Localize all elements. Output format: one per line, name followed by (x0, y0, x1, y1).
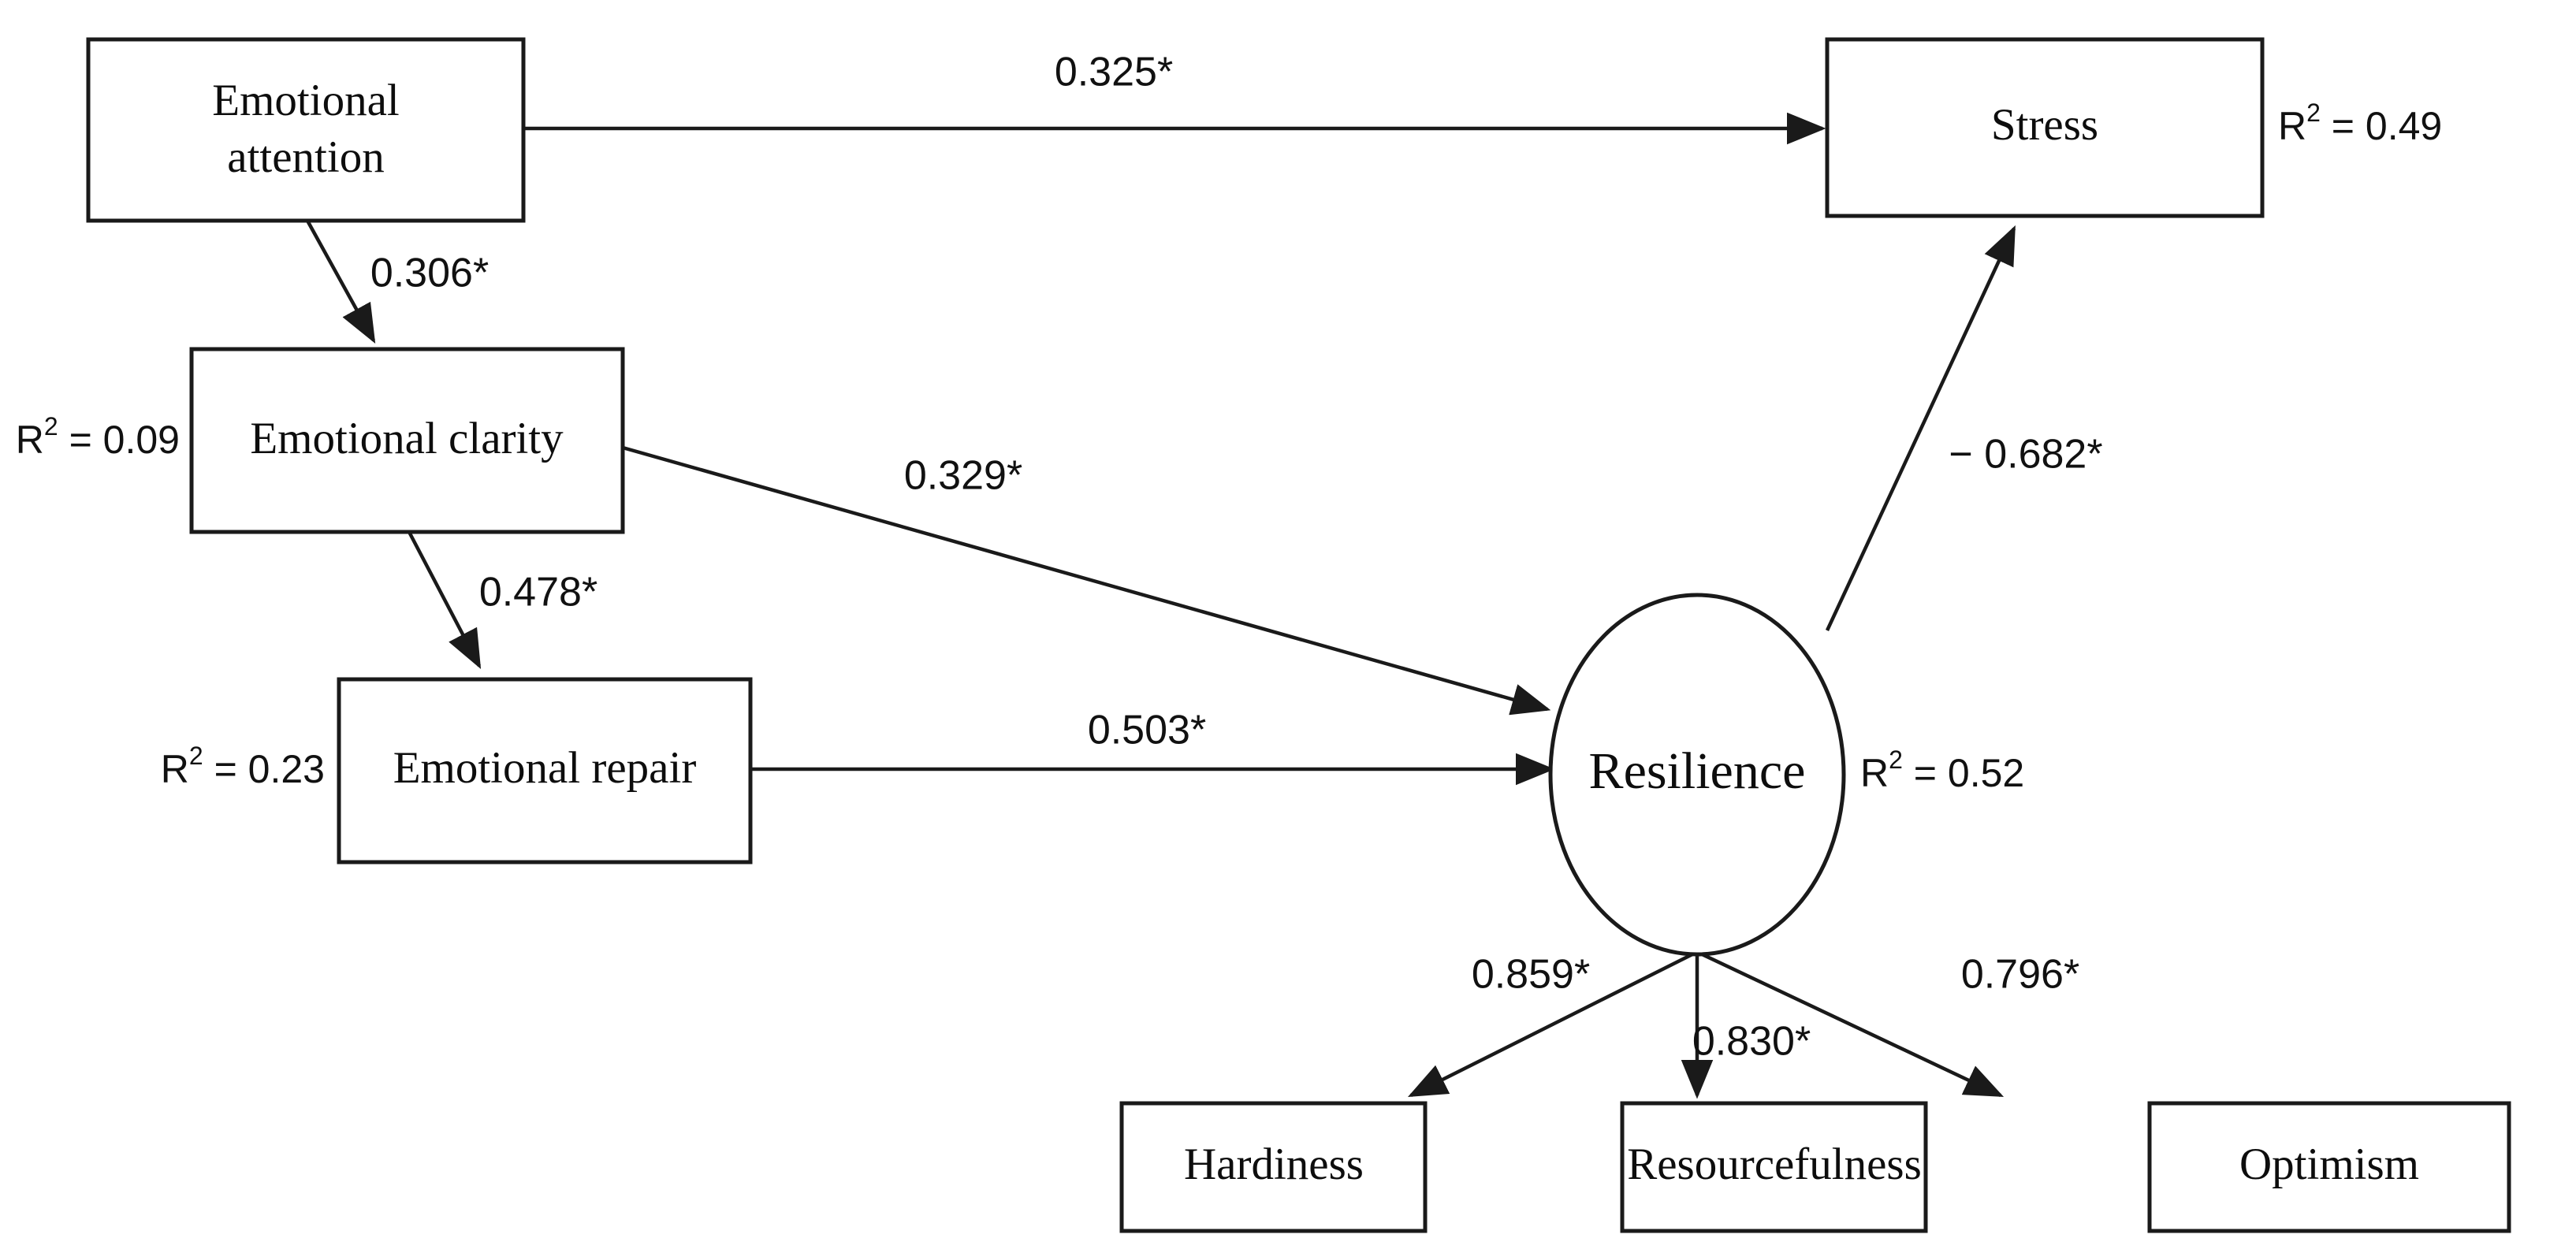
path-label-repair-to-resilience: 0.503* (1088, 708, 1206, 753)
r2-exponent-clarity: 2 (44, 412, 58, 441)
node-resourcefulness[interactable]: Resourcefulness (1620, 1101, 1928, 1233)
path-label-attention-to-clarity: 0.306* (370, 251, 489, 296)
node-label-hardiness: Hardiness (1184, 1140, 1364, 1189)
path-label-clarity-to-repair: 0.478* (479, 570, 597, 615)
path-label-attention-to-stress: 0.325* (1055, 50, 1173, 95)
path-label-resilience-to-stress: − 0.682* (1949, 432, 2102, 478)
r2-label-emotional-clarity: R2 = 0.09 (16, 412, 180, 462)
path-label-resilience-to-hardiness: 0.859* (1472, 952, 1590, 998)
r2-value-repair: 0.23 (248, 747, 325, 791)
path-arrow-clarity-to-resilience (622, 445, 1551, 716)
node-optimism[interactable]: Optimism (2147, 1101, 2511, 1233)
node-box-resourcefulness[interactable] (1620, 1101, 1928, 1233)
node-resilience[interactable]: Resilience (1548, 593, 1846, 957)
r2-value-stress: 0.49 (2366, 104, 2442, 148)
r2-value-resilience: 0.52 (1948, 751, 2024, 795)
node-emotional-clarity[interactable]: Emotional clarity (189, 347, 625, 534)
r2-exponent-repair: 2 (189, 742, 203, 770)
node-emotional-attention[interactable]: Emotional attention (86, 37, 526, 223)
node-label-resilience: Resilience (1589, 742, 1806, 800)
node-label-stress: Stress (1991, 100, 2098, 150)
r2-label-stress: R2 = 0.49 (2278, 99, 2442, 148)
path-label-resilience-to-optimism: 0.796* (1961, 952, 2079, 998)
node-label-emotional-clarity: Emotional clarity (250, 414, 564, 463)
r2-equals-stress: = (2321, 104, 2366, 148)
node-box-emotional-attention[interactable] (86, 37, 526, 223)
svg-text:R2 = 0.09: R2 = 0.09 (16, 412, 180, 462)
svg-text:R2 = 0.23: R2 = 0.23 (161, 742, 325, 791)
r2-value-clarity: 0.09 (103, 418, 180, 462)
r2-exponent-stress: 2 (2306, 99, 2321, 127)
path-label-resilience-to-resourcefulness: 0.830* (1692, 1019, 1811, 1065)
node-box-emotional-repair[interactable] (337, 677, 753, 864)
node-box-optimism[interactable] (2147, 1101, 2511, 1233)
r2-exponent-resilience: 2 (1889, 745, 1903, 774)
node-emotional-repair[interactable]: Emotional repair (337, 677, 753, 864)
r2-label-resilience: R2 = 0.52 (1860, 745, 2024, 795)
node-box-stress[interactable] (1825, 37, 2265, 218)
node-label-emotional-attention-line2: attention (227, 132, 384, 182)
node-box-hardiness[interactable] (1119, 1101, 1428, 1233)
path-arrow-clarity-to-repair (408, 530, 482, 669)
svg-text:R2 = 0.52: R2 = 0.52 (1860, 745, 2024, 795)
path-arrow-resilience-to-optimism (1696, 950, 2005, 1098)
node-label-emotional-repair: Emotional repair (393, 743, 697, 793)
node-box-emotional-clarity[interactable] (189, 347, 625, 534)
path-arrow-resilience-to-stress (1825, 225, 2016, 631)
r2-prefix-repair: R (161, 747, 189, 791)
node-label-emotional-attention-line1: Emotional (212, 76, 399, 125)
node-ellipse-resilience[interactable] (1548, 593, 1846, 957)
r2-equals-repair: = (203, 747, 248, 791)
node-hardiness[interactable]: Hardiness (1119, 1101, 1428, 1233)
path-arrow-attention-to-clarity (306, 219, 376, 344)
path-arrow-resilience-to-hardiness (1407, 950, 1699, 1098)
node-label-resourcefulness: Resourcefulness (1627, 1140, 1922, 1189)
r2-label-emotional-repair: R2 = 0.23 (161, 742, 325, 791)
node-label-optimism: Optimism (2239, 1140, 2419, 1189)
path-label-clarity-to-resilience: 0.329* (904, 453, 1022, 499)
r2-equals-clarity: = (58, 418, 103, 462)
svg-text:R2 = 0.49: R2 = 0.49 (2278, 99, 2442, 148)
r2-equals-resilience: = (1903, 751, 1948, 795)
r2-prefix-resilience: R (1860, 751, 1889, 795)
r2-prefix-clarity: R (16, 418, 44, 462)
node-stress[interactable]: Stress (1825, 37, 2265, 218)
r2-prefix-stress: R (2278, 104, 2306, 148)
